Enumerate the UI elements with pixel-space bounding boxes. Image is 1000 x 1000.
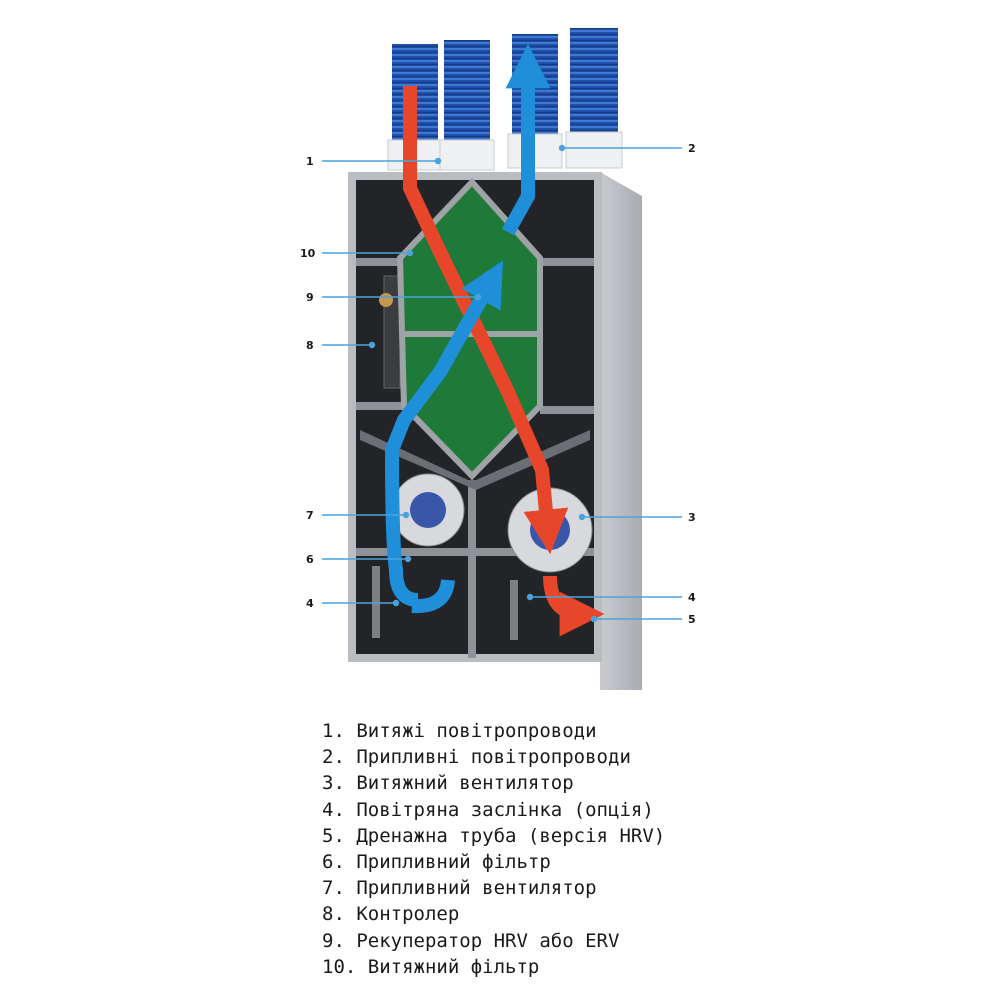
legend-number: 4. (322, 798, 345, 821)
legend-text: Витяжний фільтр (367, 955, 540, 978)
legend-text: Витяжі повітропроводи (356, 720, 597, 742)
callout-9: 9 (306, 291, 314, 304)
legend-text: Припливний вентилятор (356, 877, 597, 900)
legend-text: Припливні повітропроводи (356, 746, 631, 769)
legend-number: 2. (322, 746, 345, 769)
legend-item: 8. Контролер (322, 901, 665, 927)
callout-2: 2 (688, 142, 696, 155)
duct-exhaust-2 (444, 40, 490, 150)
callout-3: 3 (688, 511, 696, 524)
legend-text: Припливний фільтр (356, 851, 551, 874)
airflow-arrows (384, 43, 605, 637)
legend-number: 6. (322, 851, 345, 874)
legend-number: 1. (322, 720, 345, 742)
callout-7: 7 (306, 509, 314, 522)
legend-number: 9. (322, 929, 345, 952)
legend-item: 9. Рекуператор HRV або ERV (322, 928, 665, 954)
callout-1: 1 (306, 155, 314, 168)
legend-text: Повітряна заслінка (опція) (356, 798, 654, 821)
supply-airflow-arrow (384, 260, 504, 607)
legend-item: 3. Витяжний вентилятор (322, 770, 665, 796)
legend-number: 7. (322, 877, 345, 900)
legend-text: Рекуператор HRV або ERV (356, 929, 620, 952)
legend-text: Дренажна труба (версія HRV) (356, 824, 666, 847)
legend-item: 1. Витяжі повітропроводи (322, 718, 665, 744)
exhaust-outlet-arrow (543, 575, 605, 637)
legend-item: 4. Повітряна заслінка (опція) (322, 797, 665, 823)
legend-number: 3. (322, 772, 345, 795)
supply-inlet-arrow (411, 578, 455, 614)
ventilation-unit-diagram: 1 2 3 4 5 6 7 8 9 10 4 (300, 28, 696, 690)
legend-number: 8. (322, 903, 345, 926)
legend-item: 7. Припливний вентилятор (322, 875, 665, 901)
callout-4-right: 4 (688, 591, 696, 604)
supply-outlet-arrow (501, 43, 551, 236)
callout-lines (322, 144, 682, 623)
callout-10: 10 (300, 247, 316, 260)
callout-numbers: 1 2 3 4 5 6 7 8 9 10 4 (300, 142, 696, 626)
legend-item: 10. Витяжний фільтр (322, 954, 665, 980)
legend-text: Контролер (356, 903, 460, 926)
callout-5: 5 (688, 613, 696, 626)
duct-supply-2 (570, 28, 618, 140)
legend-item: 2. Припливні повітропроводи (322, 744, 665, 770)
legend-number: 5. (322, 824, 345, 847)
legend-number: 10. (322, 955, 357, 978)
legend-text: Витяжний вентилятор (356, 772, 574, 795)
legend-item: 5. Дренажна труба (версія HRV) (322, 823, 665, 849)
callout-4-left: 4 (306, 597, 314, 610)
component-legend: 1. Витяжі повітропроводи 2. Припливні по… (322, 718, 665, 980)
callout-8: 8 (306, 339, 314, 352)
legend-item: 6. Припливний фільтр (322, 849, 665, 875)
callout-6: 6 (306, 553, 314, 566)
controller-box (383, 275, 401, 389)
